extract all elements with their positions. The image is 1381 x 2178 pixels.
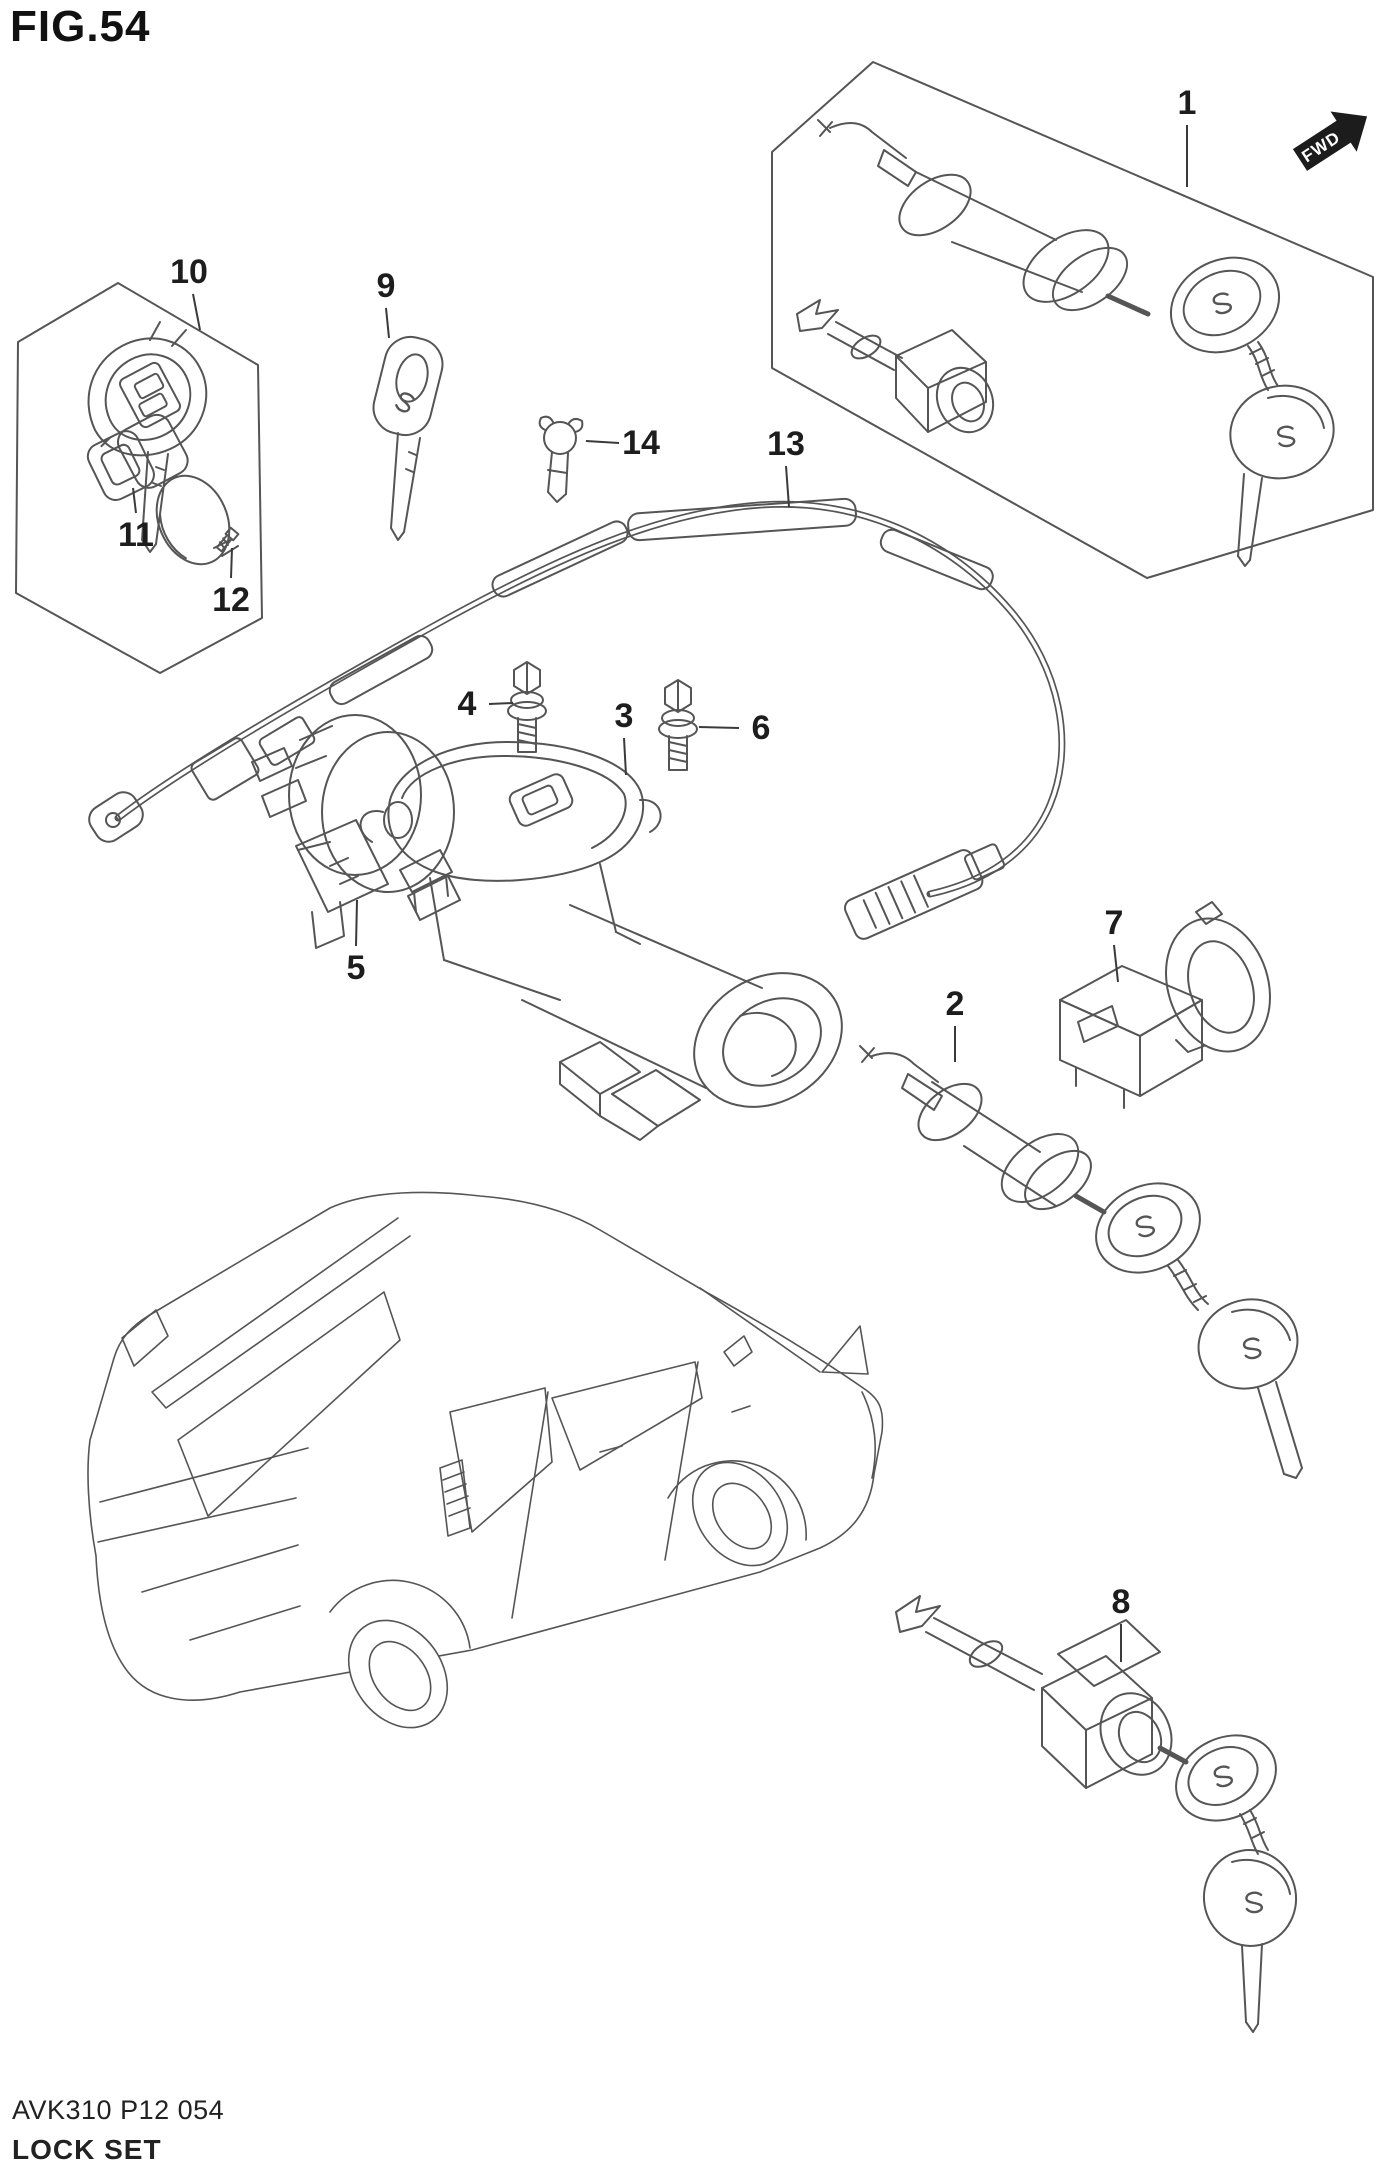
callout-7-leader xyxy=(1113,944,1119,983)
callout-9-leader xyxy=(385,307,390,339)
callout-4-leader xyxy=(488,702,514,705)
contact-coil-illustration-part5 xyxy=(251,714,455,949)
car-illustration xyxy=(87,1191,884,1729)
suzuki-logo-icon xyxy=(395,392,415,413)
callout-11-leader xyxy=(132,487,137,514)
callout-8: 8 xyxy=(1111,1583,1131,1621)
callout-13: 13 xyxy=(767,425,805,463)
lock-cable-illustration xyxy=(88,497,1066,940)
key-illustration-part9 xyxy=(372,335,444,541)
callout-6-leader xyxy=(698,726,740,729)
footer: AVK310 P12 054 LOCK SET xyxy=(12,2095,224,2166)
callout-12-leader xyxy=(230,547,233,579)
group-box-part10 xyxy=(15,282,263,674)
bolt-illustration-part6 xyxy=(658,679,698,771)
callout-3: 3 xyxy=(614,697,634,735)
rear-lock-illustration-part8 xyxy=(895,1595,1298,2033)
callout-9: 9 xyxy=(376,267,396,305)
antenna-module-illustration-part7 xyxy=(1059,901,1271,1109)
callout-5-leader xyxy=(355,899,358,947)
steering-lock-illustration-part3 xyxy=(359,741,843,1141)
callout-11: 11 xyxy=(118,516,154,554)
callout-13-leader xyxy=(785,465,790,508)
callout-10-leader xyxy=(192,293,201,331)
suzuki-logo-icon xyxy=(1277,425,1296,448)
clip-illustration-part14 xyxy=(538,415,584,503)
group-box-part1 xyxy=(771,61,1374,579)
suzuki-logo-icon xyxy=(1245,1891,1263,1914)
suzuki-logo-icon xyxy=(1135,1215,1155,1238)
suzuki-logo-icon xyxy=(1213,1765,1233,1788)
door-lock-illustration-part2 xyxy=(859,1045,1303,1479)
figure-caption: LOCK SET xyxy=(12,2134,162,2165)
catalog-code: AVK310 P12 054 xyxy=(12,2095,225,2125)
callout-leaders xyxy=(132,125,1188,1662)
callout-12: 12 xyxy=(212,581,250,619)
lock-set-illustration-part1 xyxy=(796,119,1335,567)
callout-1: 1 xyxy=(1177,84,1197,122)
callout-2: 2 xyxy=(945,985,965,1023)
suzuki-logo-icon xyxy=(1212,292,1232,315)
callout-4: 4 xyxy=(457,685,477,723)
callout-14-leader xyxy=(585,440,620,444)
callout-14: 14 xyxy=(622,424,660,462)
fwd-arrow-icon: FWD xyxy=(1292,111,1368,171)
callout-7: 7 xyxy=(1104,904,1124,942)
callout-3-leader xyxy=(623,737,627,776)
callout-5: 5 xyxy=(346,949,366,987)
callout-6: 6 xyxy=(751,709,771,747)
callout-10: 10 xyxy=(170,253,208,291)
figure-number: FIG.54 xyxy=(10,2,151,51)
key-set-illustration-part10 xyxy=(86,321,240,566)
suzuki-logo-icon xyxy=(1242,1337,1262,1360)
bolt-illustration-part4 xyxy=(507,661,547,753)
